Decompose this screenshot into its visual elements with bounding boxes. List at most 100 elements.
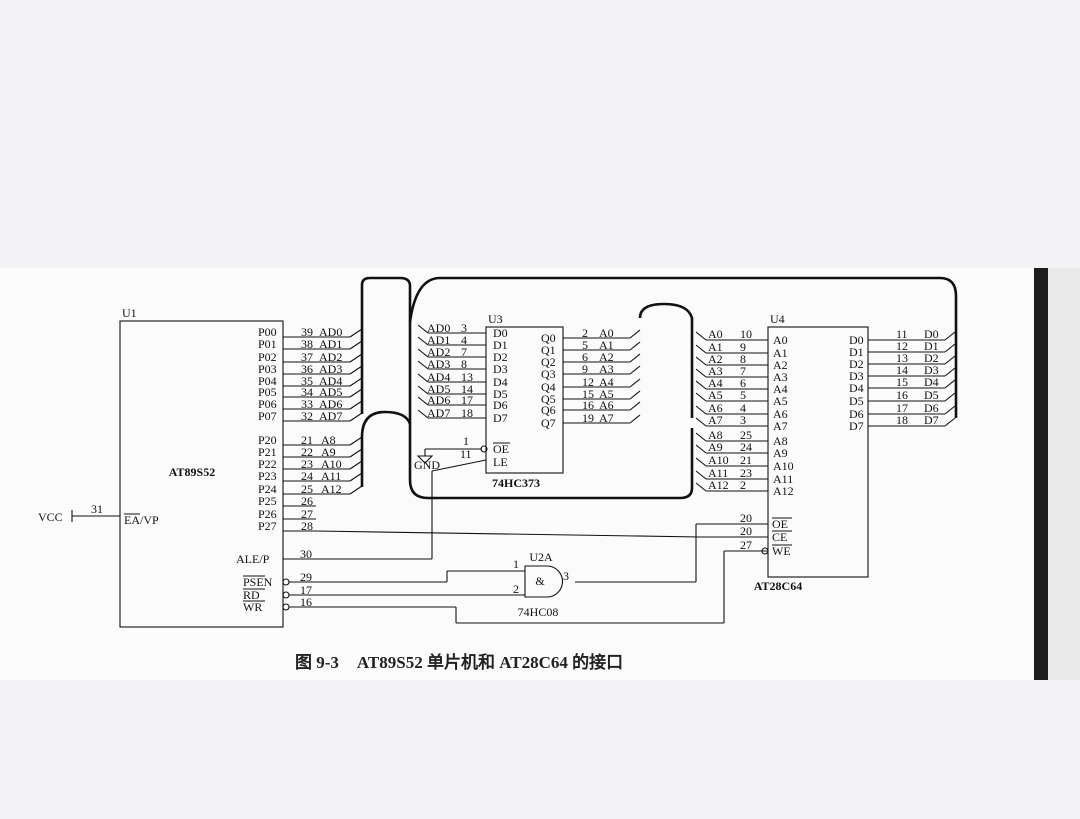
- u1-p0-pin-name-0: P00: [258, 325, 277, 339]
- u4-addr-pin-name-8: A8: [773, 434, 788, 448]
- u4-addr-bus-entry-8: [695, 432, 707, 442]
- u1-ctrl-bubble-3: [282, 603, 290, 611]
- u1-p0-pin-name-4: P04: [258, 374, 277, 388]
- u1-p2-pin-number-6: 27: [301, 507, 313, 521]
- u3-out-bus: [638, 302, 694, 418]
- u4-ctrl-pin-number-1: 20: [740, 524, 752, 538]
- u3-out-pin-name-1: Q1: [541, 343, 556, 357]
- u3-out-net-label-6: A6: [599, 398, 614, 412]
- u4-data-bus-entry-4: [944, 379, 956, 389]
- u3-in-pin-number-2: 7: [461, 345, 467, 359]
- u1-p0-bus-entry-2: [349, 353, 363, 363]
- u4-addr-pin-number-10: 21: [740, 453, 752, 467]
- u1-p2-pin-number-3: 24: [301, 469, 313, 483]
- u1-p0-bus-entry-4: [349, 377, 363, 387]
- u4-addr-bus-entry-7: [695, 417, 707, 427]
- u4-addr-net-label-4: A4: [708, 376, 723, 390]
- u1-ctrl-pin-number-3: 16: [300, 595, 312, 609]
- u1-p2-bus-bend: [360, 410, 412, 438]
- u4-addr-net-label-6: A6: [708, 401, 723, 415]
- u3-out-bus-entry-1: [629, 341, 641, 351]
- u4-addr-net-label-1: A1: [708, 340, 723, 354]
- page-edge-shadow: [1034, 268, 1048, 680]
- u1-p0-net-label-0: AD0: [319, 325, 342, 339]
- labels-layer: U1AT89S52U374HC373U4AT28C64U2A&74HC08P00…: [38, 306, 939, 619]
- u2a-pin-out: 3: [563, 569, 569, 583]
- u4-addr-bus-entry-6: [695, 405, 707, 415]
- u4-addr-pin-number-9: 24: [740, 440, 752, 454]
- u1-p0-net-label-5: AD5: [319, 385, 342, 399]
- u1-p2-bus-entry-3: [349, 472, 363, 482]
- u4-addr-pin-number-12: 2: [740, 478, 746, 492]
- u3-in-bus-entry-4: [417, 373, 429, 383]
- u4-addr-net-label-5: A5: [708, 388, 723, 402]
- u3-out-bus-entry-3: [629, 365, 641, 375]
- u4-addr-bus-entry-1: [695, 344, 707, 354]
- u4-addr-pin-name-5: A5: [773, 394, 788, 408]
- u2a-and-symbol: &: [535, 574, 545, 588]
- u1-p2-bus-entry-2: [349, 460, 363, 470]
- u4-addr-bus-entry-12: [695, 482, 707, 492]
- u4-addr-pin-number-5: 5: [740, 388, 746, 402]
- u4-ctrl-pin-name-2: WE: [772, 544, 791, 558]
- u1-ctrl-bubble-1: [282, 578, 290, 586]
- u1-p0-pin-number-4: 35: [301, 374, 313, 388]
- u3-out-net-label-5: A5: [599, 387, 614, 401]
- u1-p0-bus-entry-7: [349, 412, 363, 422]
- u3-in-net-label-0: AD0: [427, 321, 450, 335]
- u4-addr-pin-number-7: 3: [740, 413, 746, 427]
- u1-p2-pin-number-2: 23: [301, 457, 313, 471]
- u3-oe-pin-name: OE: [493, 442, 509, 456]
- u3-out-pin-name-5: Q5: [541, 392, 556, 406]
- u3-out-bus-entry-4: [629, 378, 641, 388]
- u4-data-bus-entry-0: [944, 331, 956, 341]
- wires-layer: [71, 324, 956, 624]
- u3-out-bus-entry-6: [629, 401, 641, 411]
- p27-to-ce-wire: [315, 530, 701, 538]
- u3-out-net-label-4: A4: [599, 375, 614, 389]
- u1-p2-net-label-1: A9: [321, 445, 336, 459]
- top-bus-to-data: [408, 276, 958, 418]
- u3-in-net-label-7: AD7: [427, 406, 450, 420]
- u3-in-net-label-1: AD1: [427, 333, 450, 347]
- u4-addr-pin-name-7: A7: [773, 419, 788, 433]
- u4-addr-pin-number-4: 6: [740, 376, 746, 390]
- u4-addr-pin-name-6: A6: [773, 407, 788, 421]
- u3-out-pin-name-2: Q2: [541, 355, 556, 369]
- u2a-pin-in1: 1: [513, 557, 519, 571]
- u4-data-pin-name-0: D0: [849, 333, 864, 347]
- u1-p0-pin-number-3: 36: [301, 362, 313, 376]
- gnd-symbol: [416, 455, 434, 464]
- u1-p0-pin-number-2: 37: [301, 350, 313, 364]
- u1-p0-bus-entry-1: [349, 340, 363, 350]
- u2a-and-gate-body: [524, 565, 563, 598]
- u4-ctrl-pin-number-2: 27: [740, 538, 752, 552]
- ea-pin-number: 31: [91, 502, 103, 516]
- u1-p2-net-label-3: A11: [321, 469, 341, 483]
- u1-p2-pin-name-6: P26: [258, 507, 277, 521]
- u3-in-pin-name-5: D5: [493, 387, 508, 401]
- u4-data-net-label-5: D5: [924, 388, 939, 402]
- u1-p0-bus-entry-0: [349, 328, 363, 338]
- u4-addr-net-label-12: A12: [708, 478, 729, 492]
- u3-in-pin-number-1: 4: [461, 333, 467, 347]
- u1-p0-net-label-6: AD6: [319, 397, 342, 411]
- u3-le-pin-number: 11: [460, 447, 472, 461]
- u4-data-net-label-4: D4: [924, 375, 939, 389]
- u1-p2-pin-name-1: P21: [258, 445, 277, 459]
- u1-p0-net-label-1: AD1: [319, 337, 342, 351]
- u4-addr-net-label-10: A10: [708, 453, 729, 467]
- u4-data-pin-name-5: D5: [849, 394, 864, 408]
- u1-ctrl-pin-number-1: 29: [300, 570, 312, 584]
- u4-addr-bus-entry-9: [695, 444, 707, 454]
- u3-out-bus-entry-7: [629, 414, 641, 424]
- u1-p2-pin-name-7: P27: [258, 519, 277, 533]
- u1-p2-pin-name-4: P24: [258, 482, 277, 496]
- u3-in-bus-entry-3: [417, 360, 429, 370]
- u3-out-net-label-0: A0: [599, 326, 614, 340]
- u4-addr-bus-entry-4: [695, 380, 707, 390]
- u4-ref-label: U4: [770, 312, 785, 326]
- ea-pin-name: EA/VP: [124, 513, 159, 527]
- u1-p0-pin-name-7: P07: [258, 409, 277, 423]
